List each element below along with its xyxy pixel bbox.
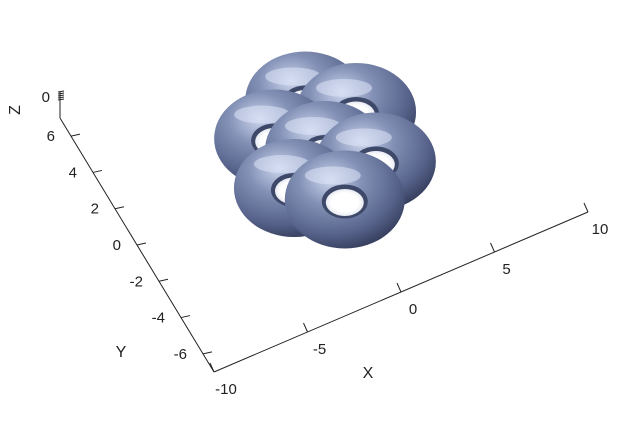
z-tick-mark <box>57 92 65 95</box>
y-tick-label: 4 <box>69 164 77 181</box>
torus <box>284 150 405 249</box>
torus-highlight <box>253 155 310 174</box>
x-tick-label: -10 <box>215 381 237 398</box>
x-tick-mark <box>303 322 308 333</box>
x-tick-mark <box>490 242 495 253</box>
z-axis-label: Z <box>7 105 24 115</box>
x-tick-label: -5 <box>313 341 326 358</box>
y-tick-mark <box>70 133 81 137</box>
y-tick-label: 2 <box>91 201 99 218</box>
torus-highlight <box>304 166 361 185</box>
torus-highlight <box>335 128 392 147</box>
z-tick-label: 0 <box>42 89 50 106</box>
y-tick-label: -2 <box>130 273 143 290</box>
x-tick-label: 10 <box>592 221 609 238</box>
x-tick-label: 5 <box>502 261 510 278</box>
y-tick-label: -6 <box>174 346 187 363</box>
torus-highlight <box>285 117 341 135</box>
y-tick-mark <box>158 278 169 282</box>
z-tick-mark <box>57 94 65 97</box>
y-tick-label: -4 <box>152 310 165 327</box>
y-tick-mark <box>114 206 125 210</box>
x-tick-label: 0 <box>409 301 417 318</box>
labels-layer: -10 -5 0 5 10 -6 -4 -2 0 2 4 6 0X Y Z <box>7 89 608 398</box>
y-tick-label: 6 <box>47 128 55 145</box>
y-axis-label: Y <box>116 344 127 361</box>
torus-highlight <box>234 105 291 124</box>
torus-highlight <box>316 78 373 97</box>
y-tick-mark <box>202 351 213 355</box>
torus-hole <box>325 189 364 216</box>
y-tick-mark <box>180 315 191 319</box>
z-tick-mark <box>57 96 65 99</box>
x-tick-mark <box>583 202 589 213</box>
x-tick-mark <box>396 282 402 293</box>
y-tick-label: 0 <box>113 237 121 254</box>
z-tick-mark <box>57 90 65 93</box>
y-tick-mark <box>92 169 103 173</box>
y-tick-mark <box>136 242 147 246</box>
torus-highlight <box>265 67 322 86</box>
z-tick-mark <box>57 98 65 101</box>
x-tick-mark <box>209 362 215 373</box>
tori-layer <box>214 51 436 249</box>
x-axis-label: X <box>363 365 374 382</box>
axes-layer <box>57 90 589 373</box>
